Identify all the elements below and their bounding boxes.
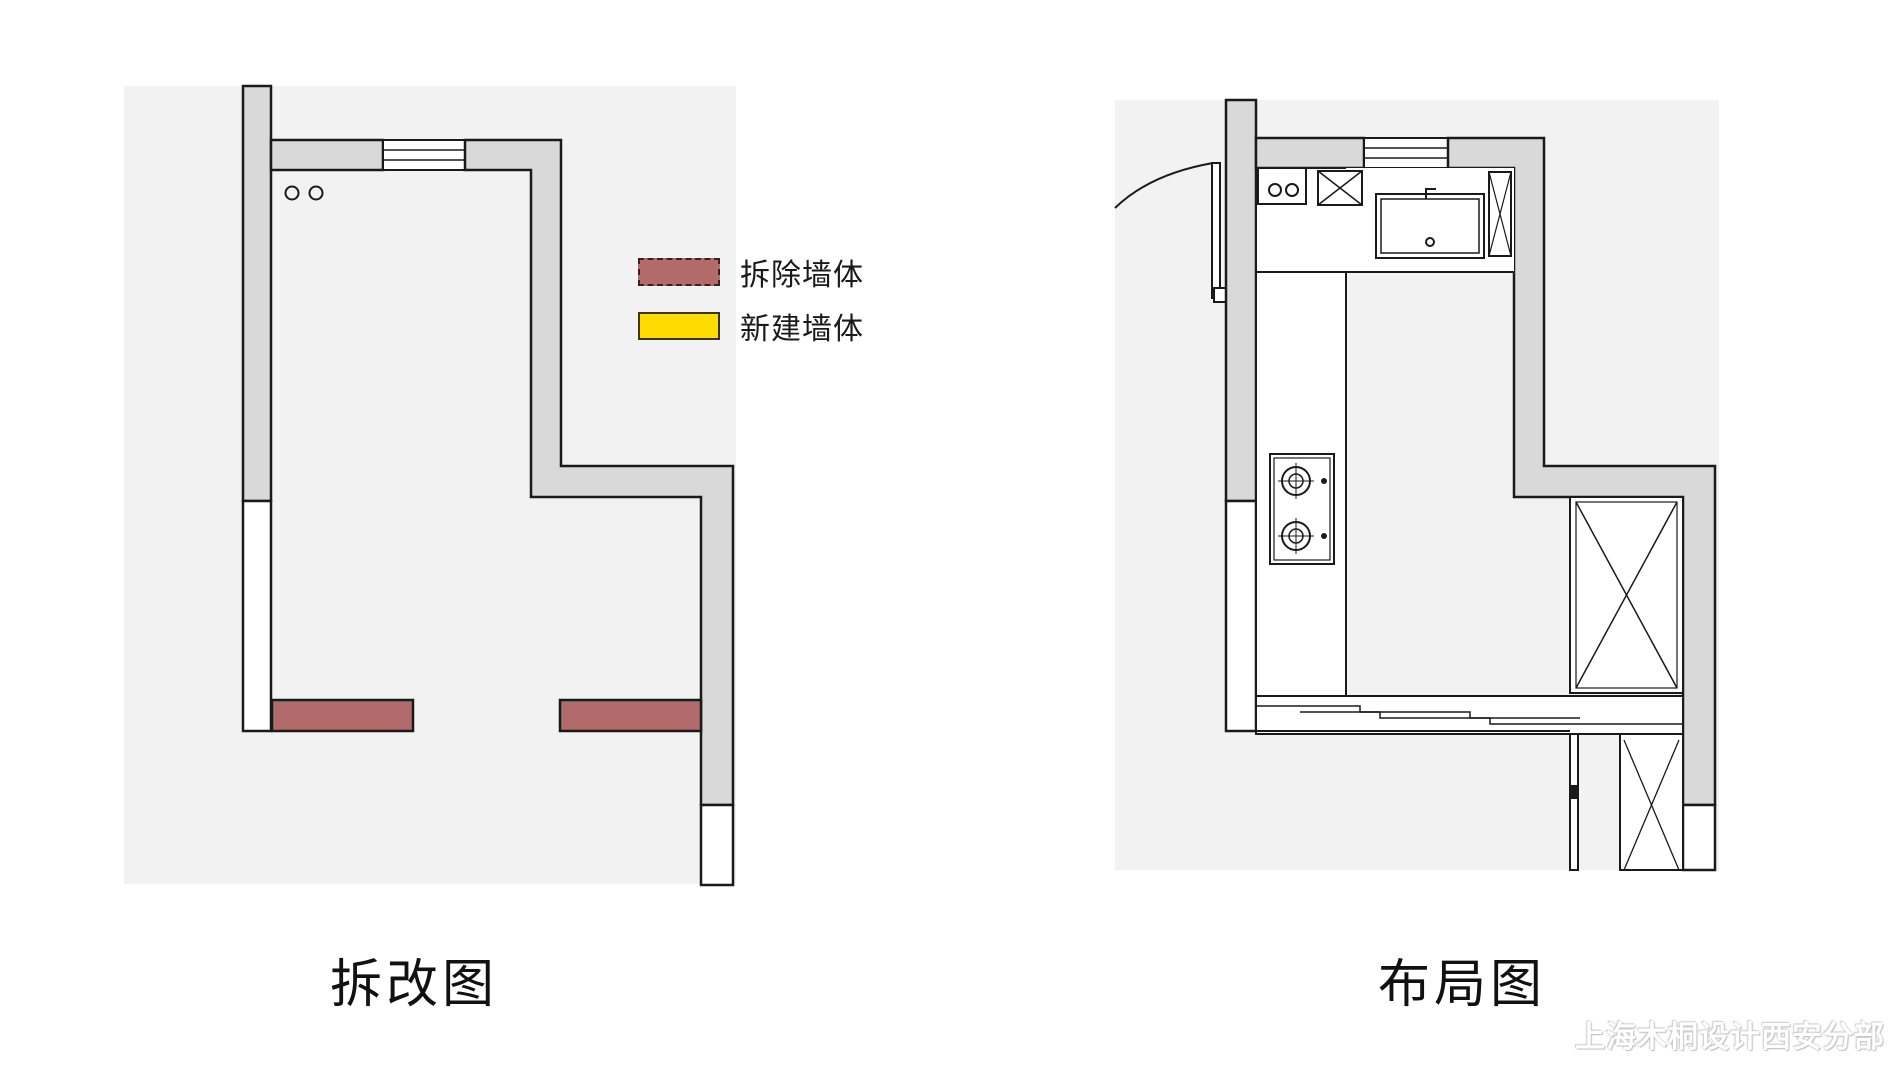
- window-top: [382, 139, 466, 171]
- legend-swatch-demolished: [638, 258, 720, 286]
- legend-label-demolished: 拆除墙体: [740, 258, 864, 293]
- wall-top-left: [1254, 136, 1366, 170]
- refrigerator-inner: [1575, 501, 1678, 689]
- wall-right-lower-white: [1681, 803, 1717, 872]
- refrigerator-cross: [1575, 501, 1678, 689]
- mini-burner: [1268, 183, 1282, 197]
- demolition-plan: [124, 84, 736, 887]
- caption-layout-plan: 布局图: [1378, 955, 1547, 1015]
- caption-demolition-plan: 拆改图: [330, 955, 499, 1015]
- wall-right-lower-white: [699, 803, 735, 887]
- demolished-wall-right: [558, 698, 703, 733]
- window-top: [1363, 137, 1449, 169]
- legend-item-demolished: 拆除墙体: [638, 250, 864, 294]
- storage-box-cross: [1317, 170, 1363, 206]
- sliding-door-panel: [1300, 711, 1683, 725]
- tall-cabinet-cross: [1488, 171, 1512, 257]
- pipe-icon: [308, 185, 324, 201]
- door-leaf: [1211, 162, 1221, 299]
- wall-left-upper: [1224, 98, 1258, 503]
- sink-drain: [1425, 237, 1435, 247]
- wall-left-lower-white: [1224, 499, 1258, 733]
- gas-stove-icon: [1269, 453, 1335, 565]
- mini-stove-icon: [1257, 167, 1307, 205]
- demolished-wall-left: [270, 698, 415, 733]
- legend-label-new-wall: 新建墙体: [740, 312, 864, 347]
- door-handle: [1571, 785, 1577, 799]
- lower-cabinet-cross: [1623, 739, 1680, 871]
- stove-knob: [1321, 533, 1327, 539]
- legend-swatch-new-wall: [638, 312, 720, 340]
- door-swing: [1114, 162, 1214, 209]
- faucet-icon: [1425, 188, 1436, 199]
- layout-plan: [1114, 98, 1719, 872]
- pipe-icon: [284, 185, 300, 201]
- mini-burner: [1285, 183, 1299, 197]
- sink-basin: [1380, 198, 1480, 254]
- wall-top-left: [269, 138, 385, 172]
- watermark: 上海木桐设计西安分部: [1575, 1020, 1885, 1055]
- legend-item-new-wall: 新建墙体: [638, 304, 864, 348]
- wall-left-upper: [241, 84, 273, 503]
- door-stop: [1213, 287, 1227, 303]
- wall-left-lower-white: [241, 499, 273, 733]
- gas-stove-panel: [1273, 457, 1331, 561]
- lower-door-jamb: [1569, 733, 1579, 871]
- stove-knob: [1321, 478, 1327, 484]
